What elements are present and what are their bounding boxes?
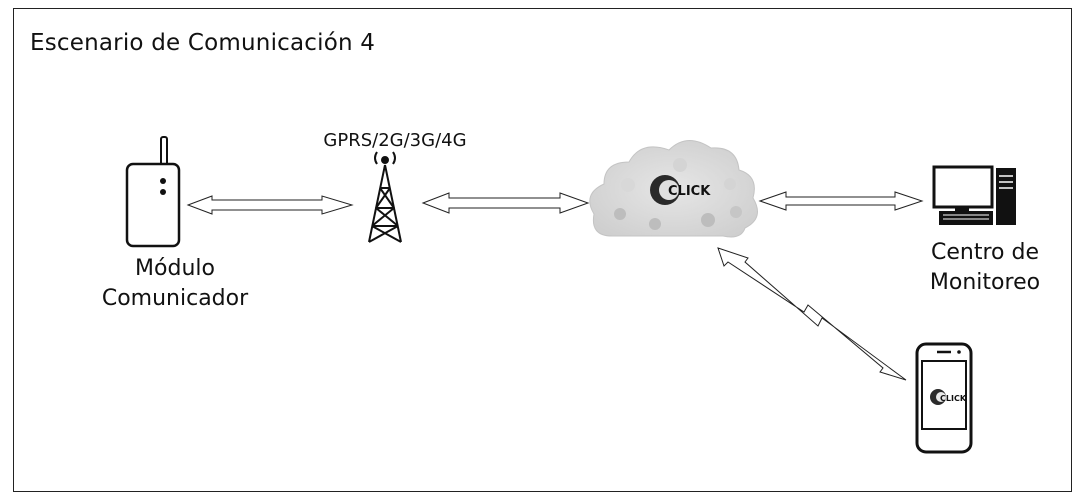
- network-label: GPRS/2G/3G/4G: [323, 130, 467, 151]
- arrow-module-tower: [186, 195, 354, 215]
- center-label-line-2: Monitoreo: [929, 270, 1041, 295]
- cell-tower-icon: [368, 151, 402, 243]
- computer-icon: [932, 165, 1016, 225]
- wireless-link-arrow: [717, 247, 907, 381]
- click-logo-text: CLICK: [668, 184, 711, 199]
- communicator-module-icon: [125, 136, 181, 248]
- module-label-line-1: Módulo: [135, 256, 215, 281]
- cloud-icon: CLICK: [589, 140, 758, 238]
- phone-click-logo-text: CLICK: [940, 394, 967, 403]
- phone-click-logo: CLICK: [930, 389, 967, 405]
- monitoring-center-label: Centro de Monitoreo: [900, 238, 1070, 298]
- center-label-line-1: Centro de: [931, 240, 1039, 265]
- module-label-line-2: Comunicador: [101, 286, 249, 311]
- diagram-title: Escenario de Comunicación 4: [30, 30, 376, 56]
- module-label: Módulo Comunicador: [80, 254, 270, 314]
- arrow-cloud-center: [758, 191, 924, 211]
- diagram-frame: [13, 8, 1072, 492]
- click-logo: CLICK: [650, 175, 711, 205]
- arrow-tower-cloud: [421, 192, 590, 214]
- smartphone-icon: CLICK: [915, 342, 973, 454]
